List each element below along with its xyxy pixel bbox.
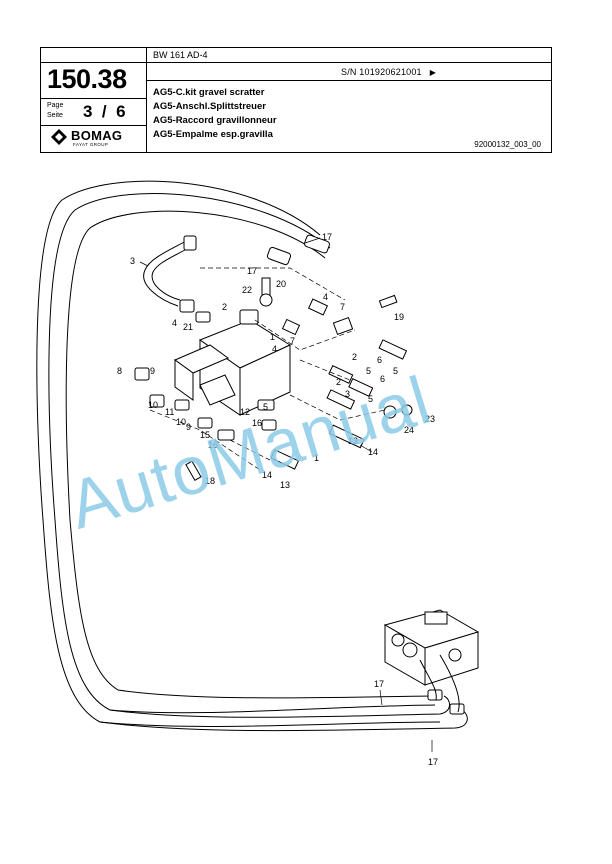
document-number: 150.38 xyxy=(47,64,127,94)
callout-21: 21 xyxy=(183,322,193,332)
callout-16: 16 xyxy=(252,418,262,428)
callout-5: 5 xyxy=(263,402,268,412)
callout-2: 2 xyxy=(222,302,227,312)
brand-name: BOMAG xyxy=(71,128,123,143)
callout-2: 2 xyxy=(352,352,357,362)
callout-10: 10 xyxy=(176,417,186,427)
callout-12: 12 xyxy=(240,407,250,417)
title-de: AG5-Anschl.Splittstreuer xyxy=(153,101,266,112)
title-block-left xyxy=(41,48,147,152)
callout-17: 17 xyxy=(322,232,332,242)
divider xyxy=(146,62,551,63)
callout-18: 18 xyxy=(205,476,215,486)
callout-22: 22 xyxy=(242,285,252,295)
callout-24: 24 xyxy=(404,425,414,435)
brand-logo: BOMAG FAYAT GROUP xyxy=(51,128,141,150)
callout-17: 17 xyxy=(428,757,438,767)
callout-5: 5 xyxy=(393,366,398,376)
callout-20: 20 xyxy=(276,279,286,289)
callout-4: 4 xyxy=(172,318,177,328)
callout-3: 3 xyxy=(345,389,350,399)
brand-subtitle: FAYAT GROUP xyxy=(73,142,109,147)
callout-1: 1 xyxy=(270,332,275,342)
callout-5: 5 xyxy=(366,366,371,376)
callout-4: 4 xyxy=(323,292,328,302)
callout-8: 8 xyxy=(117,366,122,376)
callout-17: 17 xyxy=(374,679,384,689)
page-label: Page xyxy=(47,102,64,109)
callout-5: 5 xyxy=(368,394,373,404)
callout-15: 15 xyxy=(200,430,210,440)
title-en: AG5-C.kit gravel scratter xyxy=(153,87,265,98)
divider xyxy=(146,80,551,81)
callout-1: 1 xyxy=(314,453,319,463)
serial-text: S/N 101920621001 xyxy=(341,67,422,77)
divider xyxy=(41,98,146,99)
arrow-right-icon: ▶ xyxy=(429,68,437,77)
callout-11: 11 xyxy=(165,407,174,417)
seite-label: Seite xyxy=(47,112,63,119)
callout-9: 9 xyxy=(186,422,191,432)
callout-19: 19 xyxy=(394,312,404,322)
callout-23: 23 xyxy=(425,414,435,424)
title-block: BW 161 AD-4 S/N 101920621001 ▶ 150.38 Pag… xyxy=(40,47,552,153)
callout-7: 7 xyxy=(290,336,295,346)
callout-14: 14 xyxy=(262,470,272,480)
callout-13: 13 xyxy=(348,436,358,446)
drawing-id: 92000132_003_00 xyxy=(474,140,541,149)
serial-number: S/N 101920621001 ▶ xyxy=(341,67,436,77)
model-name: BW 161 AD-4 xyxy=(153,50,208,60)
callout-13: 13 xyxy=(280,480,290,490)
page-number: 3 / 6 xyxy=(83,102,126,121)
page-labels: Page Seite xyxy=(47,101,63,121)
callout-4: 4 xyxy=(272,344,277,354)
callout-17: 17 xyxy=(247,266,257,276)
divider xyxy=(41,125,146,126)
callout-16: 16 xyxy=(208,440,218,450)
callout-9: 9 xyxy=(150,366,155,376)
part-titles: AG5-C.kit gravel scratter AG5-Anschl.Spl… xyxy=(153,86,277,142)
divider xyxy=(41,62,146,63)
callout-7: 7 xyxy=(340,302,345,312)
callout-10: 10 xyxy=(148,400,158,410)
bomag-diamond-icon xyxy=(51,129,67,145)
callout-3: 3 xyxy=(130,256,135,266)
callout-6: 6 xyxy=(377,355,382,365)
callout-14: 14 xyxy=(368,447,378,457)
callout-6: 6 xyxy=(380,374,385,384)
title-fr: AG5-Raccord gravillonneur xyxy=(153,115,277,126)
title-es: AG5-Empalme esp.gravilla xyxy=(153,129,273,140)
callout-2: 2 xyxy=(336,377,341,387)
